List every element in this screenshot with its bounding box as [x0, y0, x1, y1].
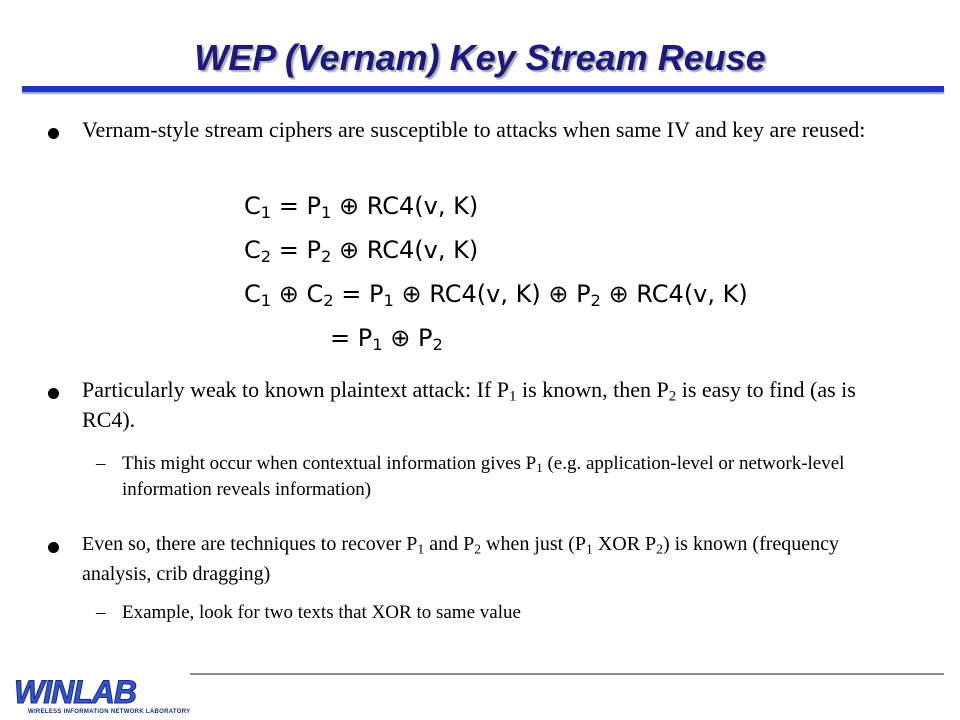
slide-title: WEP (Vernam) Key Stream Reuse	[194, 37, 766, 78]
logo-tagline: WIRELESS INFORMATION NETWORK LABORATORY	[28, 709, 191, 715]
equation-block: C1 = P1 ⊕ RC4(v, K) C2 = P2 ⊕ RC4(v, K) …	[244, 184, 748, 360]
sub-bullet-example: Example, look for two texts that XOR to …	[122, 602, 521, 623]
bullet-dot	[48, 128, 59, 139]
bullet-dot	[48, 388, 59, 399]
sub-bullet-dash: –	[96, 602, 106, 623]
bullet-dot	[48, 542, 59, 553]
equation-result: = P1 ⊕ P2	[330, 324, 443, 355]
bullet-recover-techniques: Even so, there are techniques to recover…	[82, 533, 840, 585]
equation-c1: C1 = P1 ⊕ RC4(v, K)	[244, 192, 479, 223]
sub-bullet-contextual-info: This might occur when contextual informa…	[122, 453, 845, 500]
bullet-vernam-reuse: Vernam-style stream ciphers are suscepti…	[82, 117, 866, 142]
title-underline	[22, 86, 944, 92]
bullet-known-plaintext: Particularly weak to known plaintext att…	[82, 377, 856, 432]
sub-bullet-dash: –	[96, 453, 106, 474]
equation-c2: C2 = P2 ⊕ RC4(v, K)	[244, 236, 479, 267]
footer-rule	[190, 673, 944, 675]
equation-c1-xor-c2: C1 ⊕ C2 = P1 ⊕ RC4(v, K) ⊕ P2 ⊕ RC4(v, K…	[244, 280, 748, 311]
logo-wordmark: WINLAB	[14, 674, 138, 710]
winlab-logo: WINLAB WIRELESS INFORMATION NETWORK LABO…	[14, 674, 191, 718]
